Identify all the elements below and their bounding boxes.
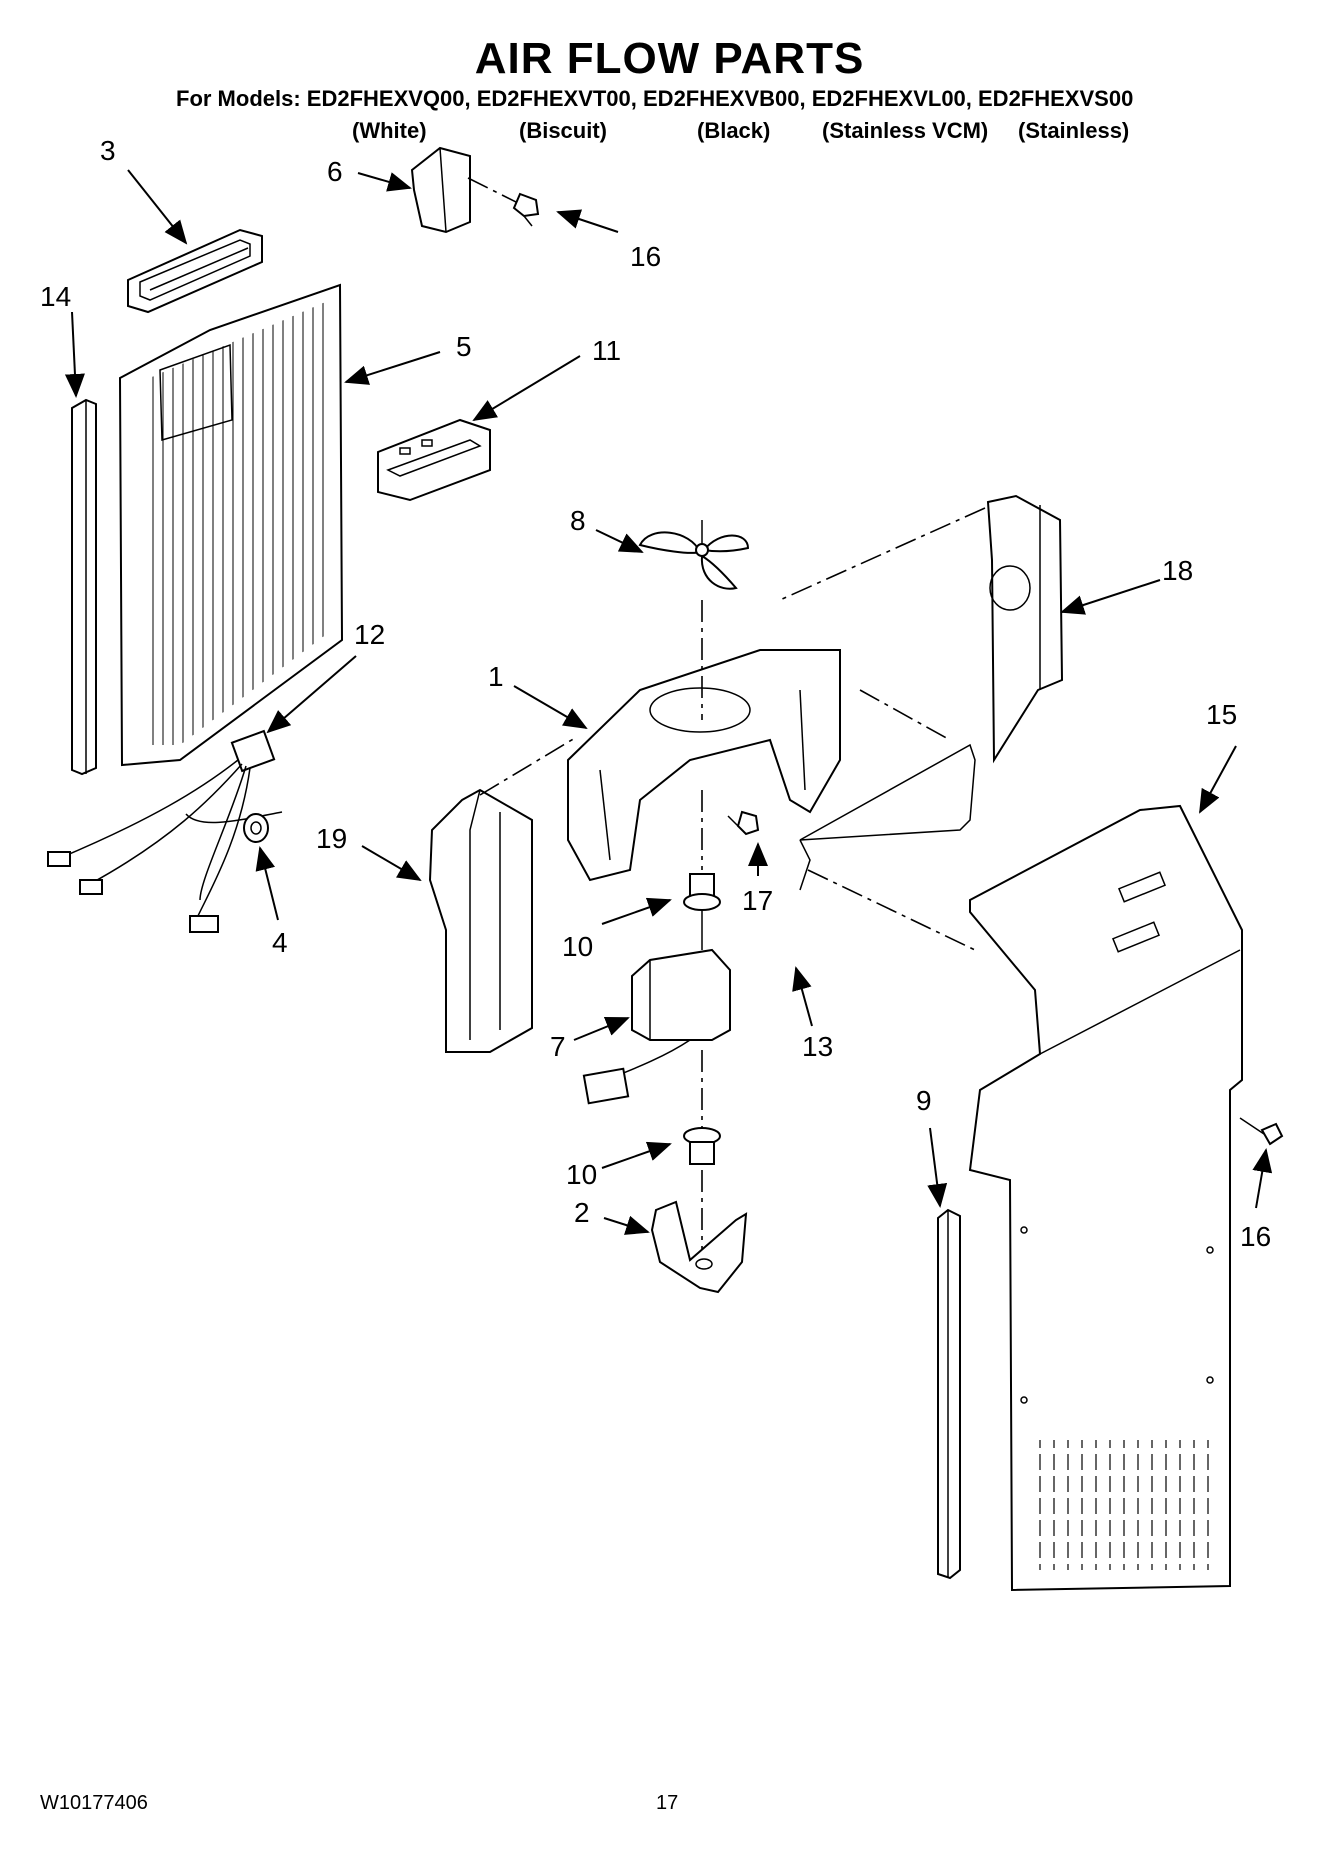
callout-16-top: 16 — [630, 241, 661, 272]
part-7-fan-motor — [582, 910, 731, 1105]
finish-black: (Black) — [697, 118, 771, 143]
callout-5: 5 — [456, 331, 472, 362]
part-3-grille — [127, 228, 263, 314]
part-10-bushing-upper — [683, 873, 721, 911]
callout-12: 12 — [354, 619, 385, 650]
part-14-gasket-strip — [71, 398, 97, 776]
part-16-screw-top — [512, 192, 540, 227]
models-line: For Models: ED2FHEXVQ00, ED2FHEXVT00, ED… — [176, 86, 1134, 111]
callout-labels: 3 6 16 14 5 11 8 18 12 1 15 19 4 17 10 7… — [40, 135, 1271, 1252]
part-6-bracket — [410, 146, 471, 234]
part-12-wire-harness — [47, 729, 283, 933]
part-11-damper-bracket — [377, 418, 491, 502]
part-13-seal-strip — [799, 743, 976, 891]
callout-1: 1 — [488, 661, 504, 692]
callout-10-upper: 10 — [562, 931, 593, 962]
part-16-screw-right — [1239, 1117, 1284, 1146]
callout-3: 3 — [100, 135, 116, 166]
part-5-air-duct-panel — [118, 283, 344, 767]
callout-7: 7 — [550, 1031, 566, 1062]
callout-15: 15 — [1206, 699, 1237, 730]
page-number: 17 — [656, 1792, 679, 1814]
callout-9: 9 — [916, 1085, 932, 1116]
part-10-bushing-lower — [683, 1127, 721, 1165]
part-17-screw — [727, 810, 760, 836]
part-2-motor-bracket — [650, 1200, 748, 1294]
part-9-gasket-strip — [937, 1208, 961, 1580]
part-8-fan-blade — [638, 520, 750, 590]
part-15-evaporator-cover — [968, 804, 1243, 1592]
callout-14: 14 — [40, 281, 71, 312]
callout-6: 6 — [327, 156, 343, 187]
finish-stainless-vcm: (Stainless VCM) — [822, 118, 989, 143]
leader-arrows — [64, 169, 1273, 1235]
part-19-side-baffle — [428, 788, 533, 1053]
doc-number: W10177406 — [40, 1792, 148, 1814]
part-1-fan-housing — [567, 649, 841, 882]
callout-17: 17 — [742, 885, 773, 916]
page-title: AIR FLOW PARTS — [474, 34, 865, 83]
finish-stainless: (Stainless) — [1018, 118, 1130, 143]
finish-biscuit: (Biscuit) — [519, 118, 607, 143]
callout-11: 11 — [592, 335, 621, 366]
callout-8: 8 — [570, 505, 586, 536]
callout-13: 13 — [802, 1031, 833, 1062]
callout-4: 4 — [272, 927, 288, 958]
callout-19: 19 — [316, 823, 347, 854]
callout-16-right: 16 — [1240, 1221, 1271, 1252]
callout-18: 18 — [1162, 555, 1193, 586]
callout-10-lower: 10 — [566, 1159, 597, 1190]
part-18-baffle-plate — [986, 494, 1064, 764]
callout-2: 2 — [574, 1197, 590, 1228]
part-4-grommet — [243, 813, 269, 843]
finish-white: (White) — [352, 118, 427, 143]
